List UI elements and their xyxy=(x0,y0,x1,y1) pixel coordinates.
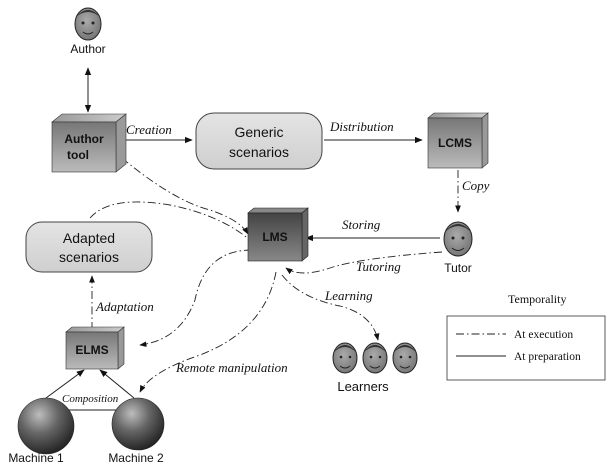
lcms-node: LCMS xyxy=(427,112,489,169)
author-face-icon xyxy=(74,7,102,41)
author-label: Author xyxy=(70,42,105,56)
learning-label: Learning xyxy=(324,288,373,303)
machine-2-sphere-icon xyxy=(111,397,165,451)
machine-2-label: Machine 2 xyxy=(108,451,164,465)
copy-label: Copy xyxy=(462,178,490,193)
tutor-label: Tutor xyxy=(444,261,472,275)
learner-face-icon xyxy=(362,342,388,374)
learners-label: Learners xyxy=(337,379,389,394)
learner-face-icon xyxy=(392,342,418,374)
machine-1-node: Machine 1 xyxy=(8,397,75,465)
adapted-scenarios-node: Adapted scenarios xyxy=(25,221,153,273)
generic-label-1: Generic xyxy=(234,124,283,140)
legend-execution-label: At execution xyxy=(514,329,573,341)
elms-node: ELMS xyxy=(65,326,125,370)
author-tool-label-2: tool xyxy=(67,148,89,162)
creation-label: Creation xyxy=(126,122,172,137)
tool-to-lms-arrow xyxy=(109,147,249,235)
lms-node: LMS xyxy=(247,207,309,262)
elms-label: ELMS xyxy=(75,343,108,357)
composition-label: Composition xyxy=(62,393,119,405)
composition-arrow-2 xyxy=(99,369,135,399)
legend-preparation-label: At preparation xyxy=(514,351,581,363)
learners-actor: Learners xyxy=(332,342,418,394)
author-tool-label-1: Author xyxy=(64,132,104,146)
adapted-label-1: Adapted xyxy=(63,230,115,246)
machine-1-sphere-icon xyxy=(17,397,75,455)
author-tool-node: Author tool xyxy=(51,113,127,173)
connections xyxy=(45,67,461,411)
legend: Temporality At execution At preparation xyxy=(446,292,606,381)
adapted-label-2: scenarios xyxy=(59,249,119,265)
remote-manipulation-arrow xyxy=(139,271,277,393)
lcms-label: LCMS xyxy=(438,136,472,150)
learner-face-icon xyxy=(332,342,358,374)
composition-arrow-1 xyxy=(45,369,85,399)
tutor-face-icon xyxy=(443,221,473,257)
tutoring-label: Tutoring xyxy=(356,259,401,274)
legend-box xyxy=(446,315,606,381)
lms-to-elms-arrow xyxy=(139,249,253,348)
tutor-actor: Tutor xyxy=(443,221,473,275)
machine-2-node: Machine 2 xyxy=(108,397,165,465)
tutoring-arrow xyxy=(285,251,443,275)
learning-arrow xyxy=(281,274,380,341)
machine-1-label: Machine 1 xyxy=(8,451,64,465)
distribution-label: Distribution xyxy=(329,119,394,134)
generic-scenarios-node: Generic scenarios xyxy=(195,112,323,170)
remote-manipulation-label: Remote manipulation xyxy=(175,360,288,375)
adaptation-label: Adaptation xyxy=(95,299,154,314)
storing-label: Storing xyxy=(342,217,381,232)
lms-label: LMS xyxy=(262,230,287,244)
legend-title: Temporality xyxy=(508,292,566,306)
adapted-to-lms-link xyxy=(89,201,251,241)
generic-label-2: scenarios xyxy=(229,144,289,160)
author-actor: Author xyxy=(70,7,106,56)
